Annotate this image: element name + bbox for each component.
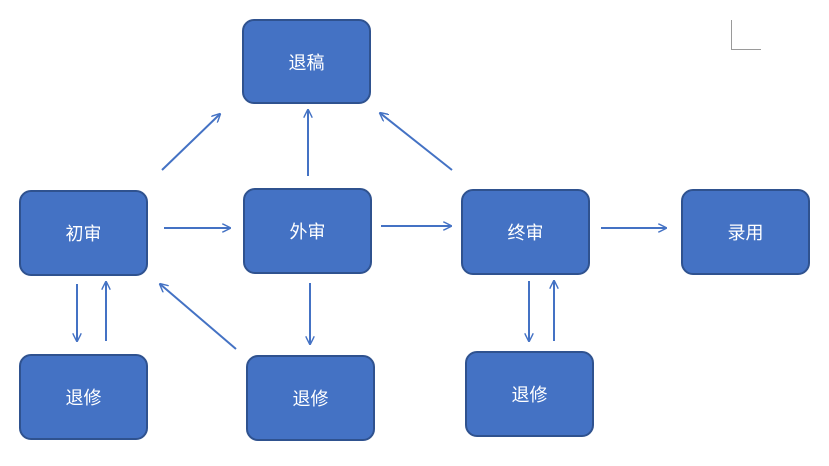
node-revise-final: 退修 xyxy=(465,351,594,437)
node-accept: 录用 xyxy=(681,189,810,275)
node-revise-external-label: 退修 xyxy=(292,389,329,410)
node-external-review: 外审 xyxy=(243,188,372,274)
node-revise-initial: 退修 xyxy=(19,354,148,440)
arrow-initial-to-reject xyxy=(161,114,220,171)
crop-corner-mark xyxy=(731,20,761,50)
arrow-final-to-reject xyxy=(380,113,453,171)
node-final-review: 终审 xyxy=(461,189,590,275)
node-revise-final-label: 退修 xyxy=(511,385,548,406)
node-reject: 退稿 xyxy=(242,19,371,104)
arrow-revise-to-initial-diagonal xyxy=(160,284,237,350)
node-external-review-label: 外审 xyxy=(289,222,326,243)
node-final-review-label: 终审 xyxy=(507,223,544,244)
node-reject-label: 退稿 xyxy=(288,52,325,74)
node-initial-review-label: 初审 xyxy=(65,224,102,245)
node-revise-external: 退修 xyxy=(246,355,375,441)
node-revise-initial-label: 退修 xyxy=(65,388,102,409)
node-accept-label: 录用 xyxy=(727,223,764,244)
node-initial-review: 初审 xyxy=(19,190,148,276)
